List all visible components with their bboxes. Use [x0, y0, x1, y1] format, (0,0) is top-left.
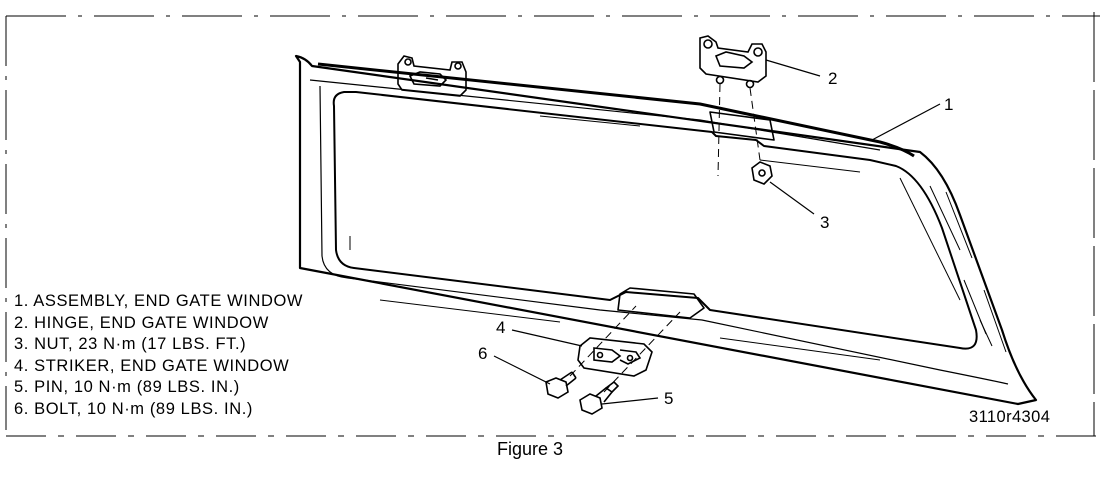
callout-6: 6 — [478, 344, 487, 363]
leader-lines — [493, 59, 941, 405]
legend-item: 3. NUT, 23 N·m (17 LBS. FT.) — [14, 335, 247, 353]
parts-legend: 1. ASSEMBLY, END GATE WINDOW 2. HINGE, E… — [14, 291, 303, 420]
pin — [579, 380, 620, 415]
nut — [751, 161, 773, 185]
left-hinge — [397, 55, 467, 97]
figure-caption: Figure 3 — [497, 439, 564, 459]
explosion-lines — [569, 83, 761, 393]
callout-2: 2 — [828, 69, 837, 88]
end-gate-window-assembly — [294, 54, 1038, 406]
callout-3: 3 — [820, 213, 829, 232]
dashed-border — [5, 12, 1100, 437]
striker — [577, 337, 653, 377]
figure-code: 3110r4304 — [969, 408, 1051, 426]
legend-item: 5. PIN, 10 N·m (89 LBS. IN.) — [14, 378, 240, 396]
callout-5: 5 — [664, 389, 673, 408]
legend-item: 2. HINGE, END GATE WINDOW — [14, 313, 269, 332]
hinge-end-gate-window — [699, 35, 767, 89]
bolt — [545, 371, 577, 399]
legend-item: 6. BOLT, 10 N·m (89 LBS. IN.) — [14, 399, 253, 418]
callout-1: 1 — [944, 95, 953, 114]
callout-4: 4 — [496, 318, 505, 337]
legend-item: 4. STRIKER, END GATE WINDOW — [14, 356, 290, 375]
legend-item: 1. ASSEMBLY, END GATE WINDOW — [14, 292, 304, 310]
